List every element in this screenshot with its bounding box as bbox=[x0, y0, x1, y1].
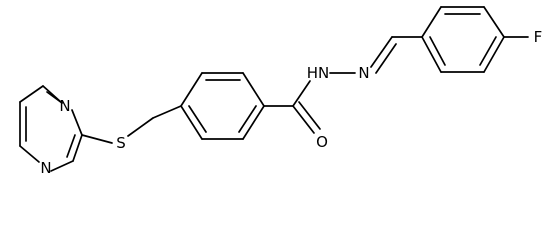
bond bbox=[242, 72, 265, 107]
bond bbox=[180, 105, 203, 140]
bond bbox=[483, 36, 505, 73]
bond bbox=[429, 36, 446, 66]
pyrimidine-nitrogen-lower-label: N bbox=[40, 159, 51, 177]
bond bbox=[152, 105, 182, 119]
bond bbox=[483, 6, 505, 38]
bond bbox=[479, 36, 497, 66]
hydrazide-nh-label: HN bbox=[307, 64, 330, 82]
bond bbox=[180, 72, 203, 107]
bond bbox=[50, 160, 74, 172]
bond bbox=[19, 85, 44, 103]
bond bbox=[298, 101, 321, 130]
atom-labels: F N N S O HN N bbox=[40, 28, 542, 177]
bond bbox=[81, 134, 113, 144]
bond bbox=[421, 6, 442, 38]
bond bbox=[46, 91, 63, 104]
carbonyl-oxygen-label: O bbox=[316, 133, 328, 151]
bond bbox=[19, 145, 40, 163]
bonds bbox=[19, 6, 529, 172]
chemical-structure: F N N S O HN N bbox=[19, 6, 542, 177]
bond bbox=[242, 105, 265, 140]
bond bbox=[188, 105, 207, 133]
bond bbox=[71, 109, 83, 136]
bond bbox=[370, 36, 393, 68]
fluorine-atom-label: F bbox=[534, 28, 543, 46]
bond bbox=[66, 134, 76, 158]
bond bbox=[292, 105, 315, 134]
pyrimidine-nitrogen-upper-label: N bbox=[59, 97, 70, 115]
bond bbox=[292, 80, 311, 107]
bond bbox=[238, 105, 257, 133]
bond bbox=[72, 134, 83, 162]
bond bbox=[127, 117, 154, 137]
sulfur-atom-label: S bbox=[116, 134, 126, 152]
bond bbox=[375, 43, 397, 74]
imine-nitrogen-label: N bbox=[358, 64, 369, 82]
bond bbox=[421, 36, 442, 73]
